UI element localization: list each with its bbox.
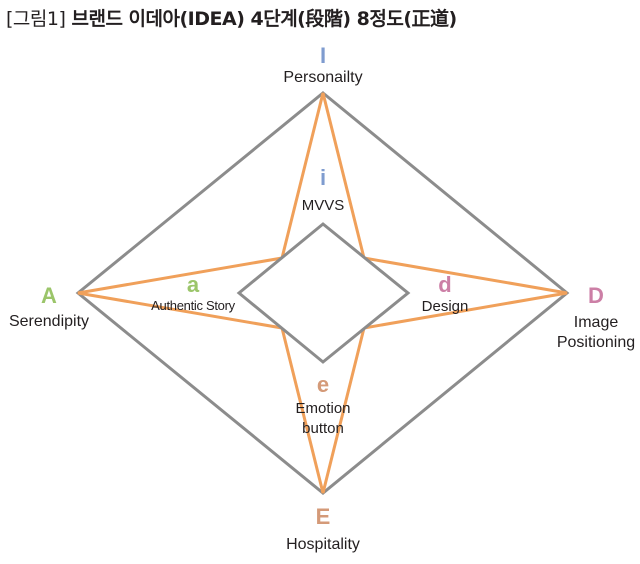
orange-star	[77, 92, 568, 494]
figure-number: [그림1]	[6, 8, 66, 30]
inner-letter-i: i	[319, 165, 327, 190]
inner-diamond	[236, 222, 411, 364]
figure-title: [그림1] 브랜드 이데아(IDEA) 4단계(段階) 8정도(正道)	[6, 4, 457, 31]
node-label-image: Image	[573, 314, 619, 331]
node-letter-E: E	[315, 504, 331, 529]
node-label-hospitality: Hospitality	[286, 536, 360, 553]
inner-letter-e: e	[316, 372, 330, 397]
figure-title-text: 브랜드 이데아(IDEA) 4단계(段階) 8정도(正道)	[71, 8, 458, 30]
inner-label-design: Design	[421, 298, 469, 315]
inner-label-button: button	[302, 420, 344, 437]
node-label-positioning: Positioning	[556, 334, 636, 351]
inner-label-emotion: Emotion	[295, 400, 351, 417]
inner-label-mvvs: MVVS	[301, 197, 345, 214]
node-letter-I: I	[319, 43, 327, 68]
inner-letter-d: d	[438, 272, 452, 297]
node-label-personality: Personailty	[283, 69, 363, 86]
inner-letter-a: a	[186, 272, 200, 297]
node-letter-D: D	[588, 283, 604, 308]
inner-label-authentic-story: Authentic Story	[151, 298, 235, 313]
node-letter-A: A	[41, 283, 57, 308]
node-label-serendipity: Serendipity	[8, 313, 90, 330]
